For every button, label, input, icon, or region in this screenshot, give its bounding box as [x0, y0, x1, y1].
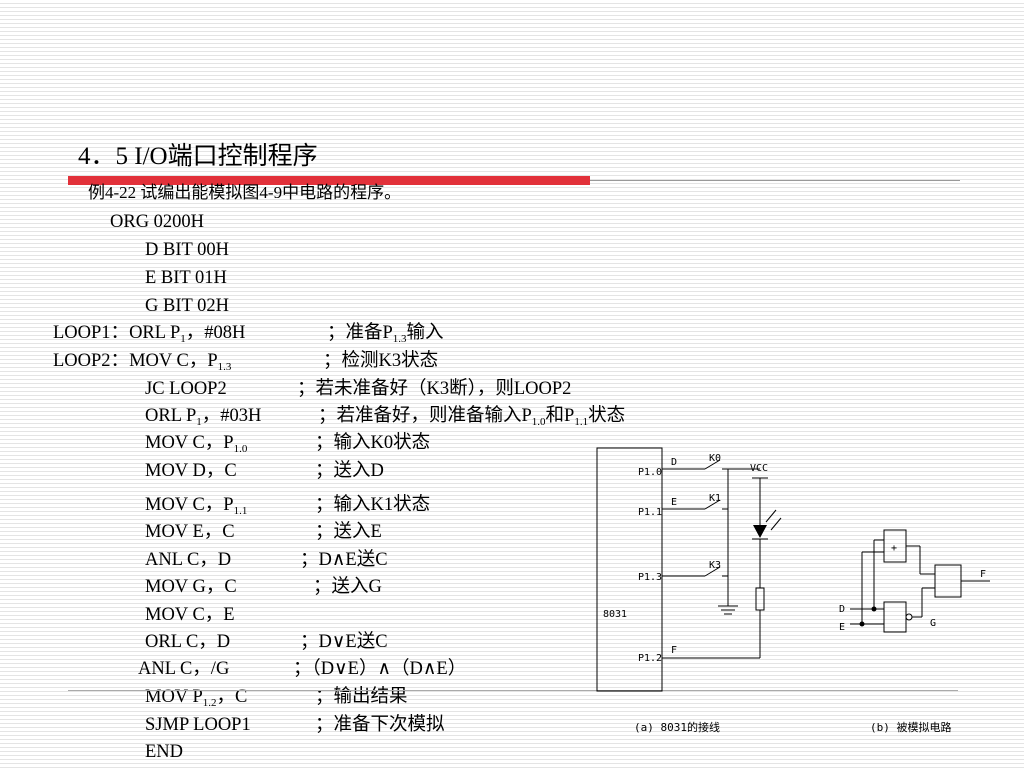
code-line-anl-g: ANL C，/G — [138, 659, 230, 679]
resistor-symbol — [755, 587, 765, 611]
code-line-loop1: LOOP1：ORL P1，#08H — [53, 323, 246, 345]
code-comment-mov-d: ；送入D — [315, 461, 384, 481]
code-comment-sjmp: ；准备下次模拟 — [315, 715, 445, 735]
signal-d-label: D — [671, 457, 677, 468]
code-line-mov-c-p10: MOV C，P1.0 — [145, 433, 248, 455]
code-line-sjmp: SJMP LOOP1 — [145, 715, 251, 735]
footer-line — [68, 690, 958, 691]
code-comment-anl-g: ；（D∨E）∧（D∧E） — [293, 659, 467, 679]
slide-title: 4．5 I/O端口控制程序 — [78, 143, 318, 170]
code-comment-jc: ；若未准备好（K3断），则LOOP2 — [297, 379, 572, 399]
logic-g-label: G — [930, 618, 936, 629]
code-line-org: ORG 0200H — [110, 212, 205, 232]
code-line-mov-p12: MOV P1.2，C — [145, 687, 248, 709]
title-underline-red — [68, 176, 590, 185]
pin-p12-label: P1.2 — [638, 653, 662, 664]
code-comment-loop2: ；检测K3状态 — [323, 351, 439, 371]
code-line-orl-03h: ORL P1，#03H — [145, 406, 262, 428]
code-comment-mov-e: ；送入E — [315, 522, 382, 542]
output-gate — [934, 564, 962, 598]
pin-p11-label: P1.1 — [638, 507, 662, 518]
code-comment-mov-c-p10: ；输入K0状态 — [315, 433, 431, 453]
switch-k1 — [704, 499, 721, 510]
switch-k0-label: K0 — [709, 453, 721, 464]
led-symbol — [753, 525, 767, 538]
switch-k0 — [704, 459, 721, 470]
code-line-orl-d: ORL C，D — [145, 632, 231, 652]
logic-d-label: D — [839, 604, 845, 615]
code-line-mov-e: MOV E，C — [145, 522, 235, 542]
code-comment-mov-g: ；送入G — [313, 577, 382, 597]
logic-e-label: E — [839, 622, 845, 633]
logic-f-label: F — [980, 569, 986, 580]
or-gate-symbol: + — [891, 543, 897, 554]
code-comment-loop1: ；准备P1.3输入 — [327, 323, 444, 345]
code-comment-orl-03h: ；若准备好，则准备输入P1.0和P1.1状态 — [318, 406, 626, 428]
and-gate-bubble — [905, 613, 913, 621]
pin-p13-label: P1.3 — [638, 572, 662, 583]
code-comment-orl-d: ；D∨E送C — [300, 632, 388, 652]
pin-p10-label: P1.0 — [638, 467, 662, 478]
signal-e-label: E — [671, 497, 677, 508]
chip-8031-box — [596, 447, 663, 692]
title-underline-gray — [590, 180, 960, 181]
and-gate — [883, 601, 907, 633]
code-line-d-bit: D BIT 00H — [145, 240, 229, 260]
code-line-g-bit: G BIT 02H — [145, 296, 229, 316]
code-line-mov-d: MOV D，C — [145, 461, 237, 481]
code-line-e-bit: E BIT 01H — [145, 268, 227, 288]
switch-k3 — [704, 566, 721, 577]
switch-k3-label: K3 — [709, 560, 721, 571]
code-comment-mov-c-p11: ；输入K1状态 — [315, 495, 431, 515]
code-line-mov-c-p11: MOV C，P1.1 — [145, 495, 248, 517]
caption-a: (a) 8031的接线 — [634, 720, 720, 734]
code-comment-anl-d: ；D∧E送C — [300, 550, 388, 570]
example-heading: 例4-22 试编出能模拟图4-9中电路的程序。 — [88, 183, 402, 202]
caption-b: (b) 被模拟电路 — [870, 720, 952, 734]
code-line-mov-g: MOV G，C — [145, 577, 237, 597]
code-line-mov-c-e: MOV C，E — [145, 605, 235, 625]
code-line-jc: JC LOOP2 — [145, 379, 227, 399]
code-line-end: END — [145, 742, 184, 762]
signal-f-label: F — [671, 645, 677, 656]
code-line-loop2: LOOP2：MOV C，P1.3 — [53, 351, 232, 373]
code-line-anl-d: ANL C，D — [145, 550, 232, 570]
switch-k1-label: K1 — [709, 493, 721, 504]
code-comment-mov-p12: ；输出结果 — [315, 687, 408, 707]
chip-label: 8031 — [603, 609, 627, 620]
or-gate — [883, 529, 907, 563]
vcc-label: VCC — [750, 463, 768, 474]
